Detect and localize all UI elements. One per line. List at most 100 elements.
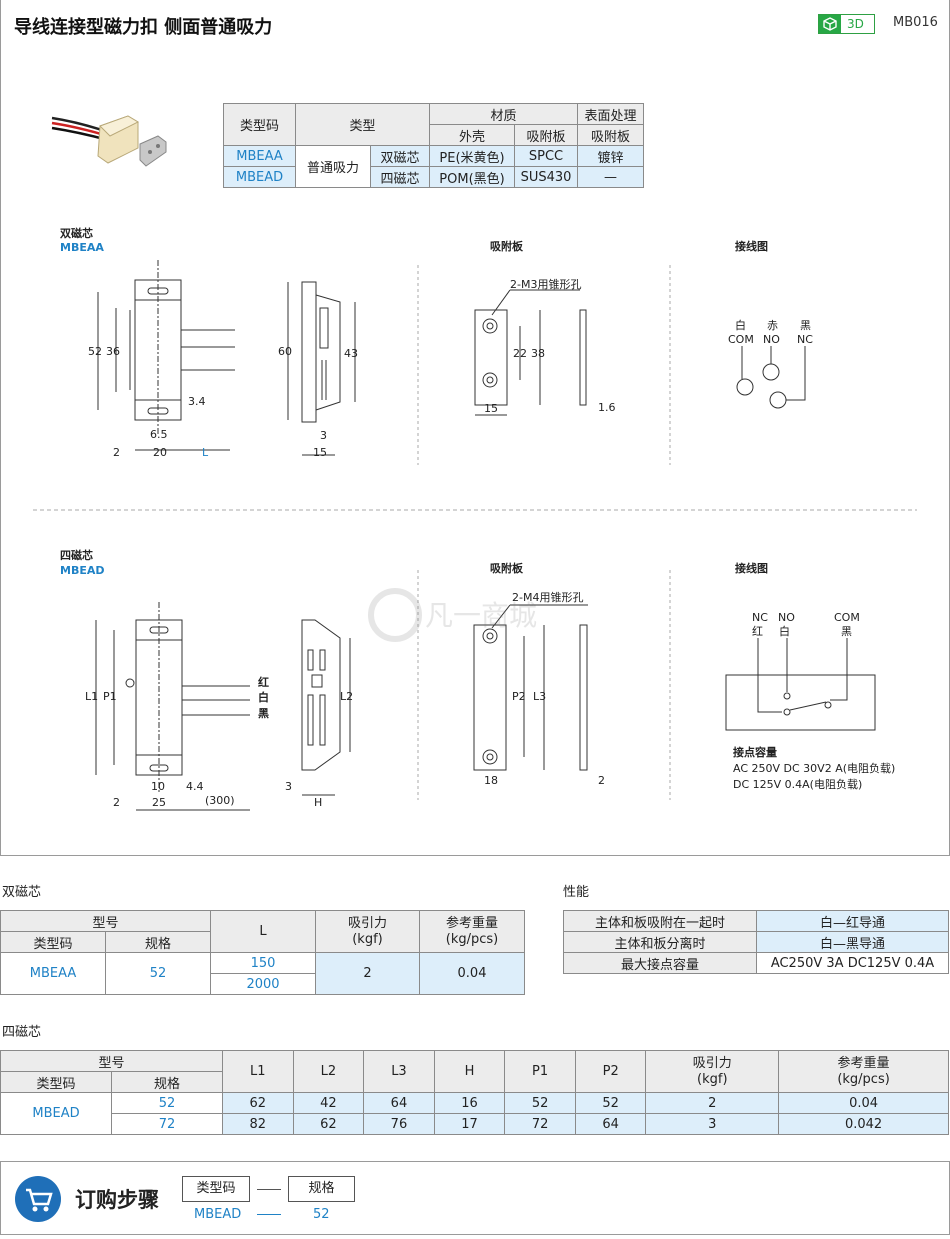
quad-core-label: 四磁芯	[60, 548, 93, 562]
spec-header-plate: 吸附板	[514, 124, 578, 146]
3d-model-button[interactable]: 3D	[818, 14, 875, 34]
qt-cell: 2	[645, 1092, 780, 1114]
qt-H: H	[433, 1050, 506, 1093]
spec-header-material: 材质	[429, 103, 578, 125]
spec-header-type: 类型	[295, 103, 430, 146]
dim-38: 38	[531, 347, 545, 360]
dim-3: 3	[320, 429, 327, 442]
wire-red: 赤	[767, 319, 778, 332]
3d-label: 3D	[847, 17, 864, 31]
dt-L1-val: 150	[210, 952, 316, 974]
technical-drawing: 凡一商城 双磁芯 MBEAA 吸附板 接线图 2-M3用锥形孔 52 36 3.…	[33, 226, 917, 811]
plate-label-top: 吸附板	[490, 239, 524, 253]
dim-H: H	[314, 796, 322, 809]
qt-cell: 64	[574, 1113, 647, 1135]
nc-label-quad: NC	[752, 611, 768, 624]
order-title: 订购步骤	[75, 1188, 159, 1212]
qt-cell: 17	[433, 1113, 506, 1135]
qt-weight: 参考重量 (kg/pcs)	[778, 1050, 949, 1093]
spec-surface: —	[577, 166, 644, 188]
qt-L2: L2	[292, 1050, 365, 1093]
double-section-title: 双磁芯	[2, 885, 42, 900]
wire-red-quad2: 红	[752, 625, 763, 638]
spec-plate: SUS430	[514, 166, 578, 188]
spec-surface: 镀锌	[577, 145, 644, 167]
spec-table: 类型码 类型 材质 表面处理 外壳 吸附板 吸附板 MBEAA 普通吸力 双磁芯…	[223, 103, 644, 188]
plate-label-bottom: 吸附板	[490, 561, 524, 575]
cart-icon	[15, 1176, 61, 1222]
order-example-code: MBEAD	[194, 1207, 242, 1222]
qt-cell: 0.04	[778, 1092, 949, 1114]
qt-spec-val: 72	[111, 1113, 223, 1135]
spec-plate: SPCC	[514, 145, 578, 167]
quad-core-table: 型号 L1 L2 L3 H P1 P2 吸引力 (kgf) 参考重量 (kg/p…	[0, 1050, 949, 1135]
dim-1-6: 1.6	[598, 401, 616, 414]
wiring-label-top: 接线图	[735, 239, 768, 253]
wire-black-quad2: 黑	[841, 625, 852, 638]
hole-m3-label: 2-M3用锥形孔	[510, 278, 581, 291]
qt-L3: L3	[363, 1050, 435, 1093]
order-example-connector	[257, 1214, 281, 1215]
qt-cell: 62	[292, 1113, 365, 1135]
qt-code: 类型码	[0, 1071, 112, 1093]
order-connector	[257, 1189, 281, 1190]
qt-cell: 0.042	[778, 1113, 949, 1135]
qt-cell: 42	[292, 1092, 365, 1114]
perf-val: AC250V 3A DC125V 0.4A	[756, 952, 949, 974]
perf-val: 白—黑导通	[756, 931, 949, 953]
qt-cell: 62	[222, 1092, 294, 1114]
product-photo	[51, 115, 167, 167]
spec-header-surface: 表面处理	[577, 103, 644, 125]
spec-code-mbeaa: MBEAA	[223, 145, 296, 167]
qt-spec-val: 52	[111, 1092, 223, 1114]
quad-section-title: 四磁芯	[2, 1025, 42, 1040]
dt-spec: 规格	[105, 931, 211, 953]
dt-L2-val: 2000	[210, 973, 316, 995]
no-label-quad: NO	[778, 611, 795, 624]
dim-20: 20	[153, 446, 167, 459]
spec-code-mbead: MBEAD	[223, 166, 296, 188]
dim-60: 60	[278, 345, 292, 358]
qt-cell: 16	[433, 1092, 506, 1114]
dt-force: 吸引力 (kgf)	[315, 910, 420, 953]
qt-cell: 52	[504, 1092, 576, 1114]
com-label: COM	[728, 333, 754, 346]
spec-shell: PE(米黄色)	[429, 145, 515, 167]
qt-P2: P2	[574, 1050, 647, 1093]
perf-key: 最大接点容量	[563, 952, 757, 974]
dt-weight: 参考重量 (kg/pcs)	[419, 910, 525, 953]
spec-shell: POM(黑色)	[429, 166, 515, 188]
product-code: MB016	[893, 15, 938, 30]
spec-header-code: 类型码	[223, 103, 296, 146]
dim-3-quad: 3	[285, 780, 292, 793]
wire-black: 黑	[800, 319, 811, 332]
perf-key: 主体和板分离时	[563, 931, 757, 953]
qt-cell: 52	[574, 1092, 647, 1114]
dim-52: 52	[88, 345, 102, 358]
spec-type-name: 普通吸力	[295, 145, 371, 188]
dt-weight-val: 0.04	[419, 952, 525, 995]
dt-L: L	[210, 910, 316, 953]
dim-L2: L2	[340, 690, 353, 703]
wire-white: 白	[735, 318, 746, 332]
no-label: NO	[763, 333, 780, 346]
qt-spec: 规格	[111, 1071, 223, 1093]
svg-text:凡一商城: 凡一商城	[425, 599, 537, 632]
dim-18: 18	[484, 774, 498, 787]
wire-white-quad: 白	[258, 690, 269, 704]
spec-header-plate2: 吸附板	[577, 124, 644, 146]
dt-code-val: MBEAA	[0, 952, 106, 995]
dt-spec-val: 52	[105, 952, 211, 995]
order-box-code: 类型码	[182, 1176, 250, 1202]
capacity-line2: DC 125V 0.4A(电阻负载)	[733, 777, 862, 791]
dim-6-5: 6.5	[150, 428, 168, 441]
dim-L3: L3	[533, 690, 546, 703]
order-steps-panel: 订购步骤 类型码 规格 MBEAD 52	[0, 1161, 950, 1235]
dim-2-quad: 2	[113, 796, 120, 809]
double-core-label: 双磁芯	[60, 226, 93, 240]
qt-cell: 82	[222, 1113, 294, 1135]
dim-15-plate: 15	[484, 402, 498, 415]
dim-L: L	[202, 446, 209, 459]
dim-22: 22	[513, 347, 527, 360]
spec-header-shell: 外壳	[429, 124, 515, 146]
